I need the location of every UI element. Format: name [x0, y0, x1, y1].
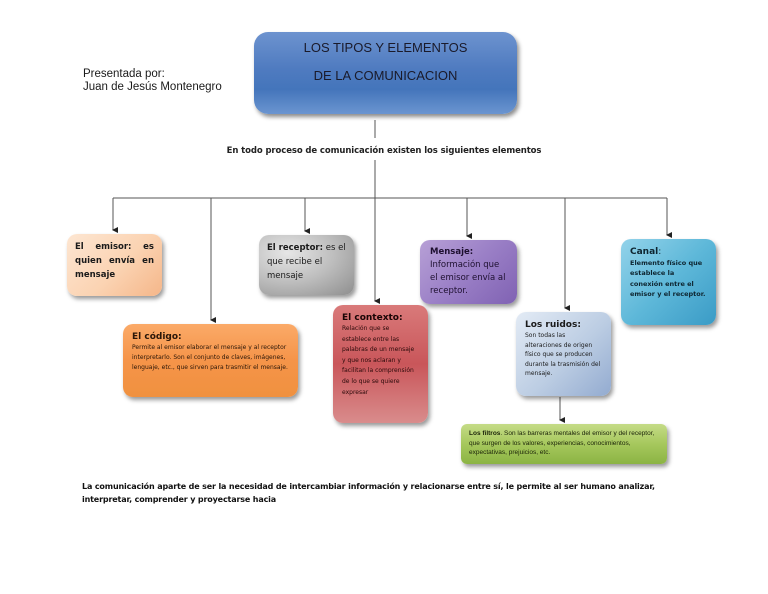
node-receptor-text: es el que recibe el mensaje	[267, 243, 346, 281]
presented-by-label: Presentada por:	[83, 68, 165, 80]
node-contexto-title: El contexto:	[342, 313, 403, 323]
node-codigo-title: El código:	[132, 332, 182, 342]
node-filtros-text: . Son las barreras mentales del emisor y…	[469, 430, 655, 456]
conclusion-text: La comunicación aparte de ser la necesid…	[82, 482, 655, 504]
node-canal-text: Elemento físico que establece la conexió…	[630, 258, 706, 299]
node-receptor: El receptor: es el que recibe el mensaje	[259, 235, 354, 295]
node-codigo-text: Permite al emisor elaborar el mensaje y …	[132, 344, 288, 371]
title-box: LOS TIPOS Y ELEMENTOS DE LA COMUNICACION	[254, 32, 517, 114]
node-contexto-text: Relación que se establece entre las pala…	[342, 325, 415, 396]
node-contexto: El contexto: Relación que se establece e…	[333, 305, 428, 423]
node-mensaje-text: Información que el emisor envía al recep…	[430, 260, 506, 296]
node-mensaje: Mensaje: Información que el emisor envía…	[420, 240, 517, 304]
node-emisor-text: es quien envía en mensaje	[75, 242, 154, 280]
node-ruidos-text: Son todas las alteraciones de origen fís…	[525, 332, 601, 378]
node-receptor-title: El receptor:	[267, 243, 324, 253]
title-line-1: LOS TIPOS Y ELEMENTOS	[303, 40, 468, 55]
intro-text: En todo proceso de comunicación existen …	[226, 146, 542, 156]
title-line-2: DE LA COMUNICACION	[313, 68, 458, 83]
node-filtros: Los filtros. Son las barreras mentales d…	[461, 424, 667, 464]
node-ruidos: Los ruidos: Son todas las alteraciones d…	[516, 312, 611, 396]
node-ruidos-title: Los ruidos:	[525, 320, 581, 330]
presenter-block: Presentada por: Juan de Jesús Montenegro	[83, 68, 222, 94]
node-mensaje-title: Mensaje:	[430, 247, 474, 257]
author-name: Juan de Jesús Montenegro	[83, 81, 222, 93]
node-filtros-title: Los filtros	[469, 430, 501, 437]
node-canal-colon: :	[658, 247, 662, 257]
node-emisor-title: El emisor:	[75, 242, 132, 252]
node-codigo: El código: Permite al emisor elaborar el…	[123, 324, 298, 397]
node-emisor: El emisor: es quien envía en mensaje	[67, 234, 162, 296]
node-canal: Canal: Elemento físico que establece la …	[621, 239, 716, 325]
node-canal-title: Canal	[630, 247, 659, 257]
